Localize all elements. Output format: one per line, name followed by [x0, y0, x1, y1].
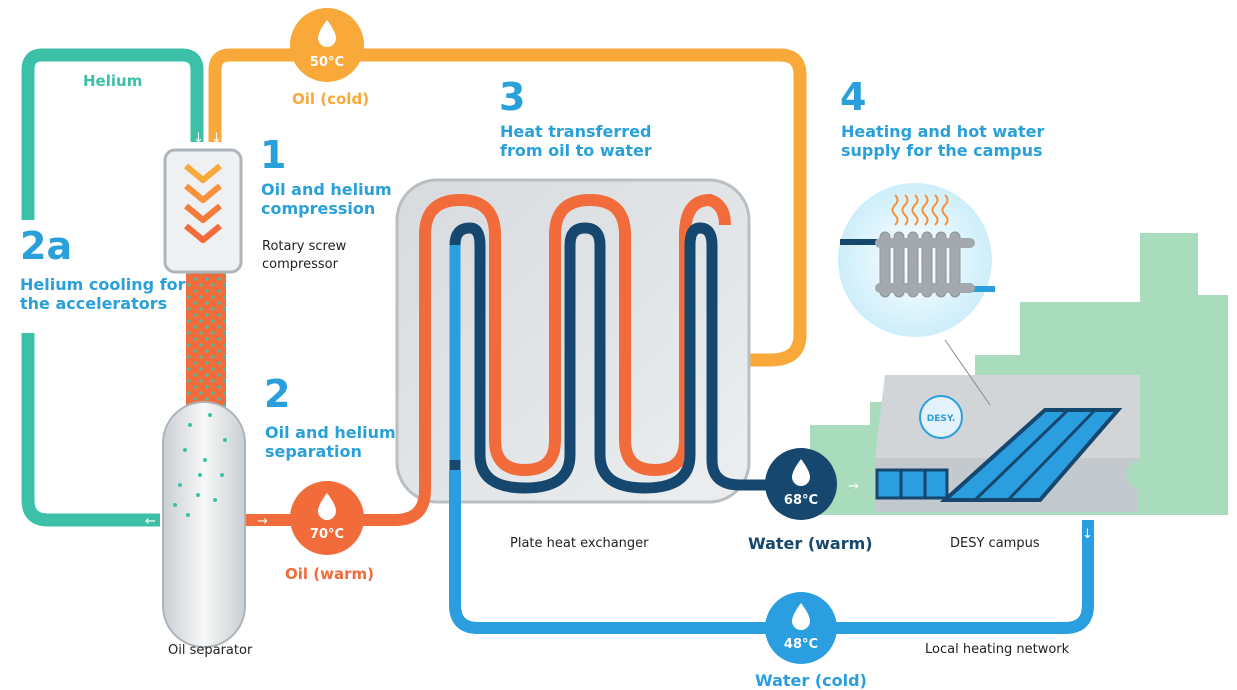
water-warm-arrow-icon: → [848, 479, 859, 494]
oil-warm-pipe [240, 193, 731, 526]
step-2a-title: Helium cooling for the accelerators [20, 275, 186, 313]
helium-label: Helium [83, 72, 143, 90]
water-return-arrow-icon: ↓ [1082, 527, 1093, 542]
step-2a-title-line1: Helium cooling for [20, 275, 186, 294]
helium-bubbles [173, 413, 227, 517]
step-4-title-line1: Heating and hot water [841, 122, 1045, 141]
step-2-title: Oil and helium separation [265, 423, 396, 461]
step-4-number: 4 [840, 75, 867, 119]
step-2a-title-line2: the accelerators [20, 294, 168, 314]
local-heating-network-label: Local heating network [925, 642, 1070, 657]
rotary-screw-compressor [163, 148, 243, 274]
oil-warm-arrow-icon: → [257, 514, 268, 529]
svg-text:50°C: 50°C [310, 55, 344, 70]
water-drop-icon [318, 20, 336, 47]
step-2a-number: 2a [20, 224, 73, 268]
radiator-icon [840, 231, 995, 298]
desy-logo-text: DESY. [927, 414, 956, 424]
desy-campus-label: DESY campus [950, 536, 1040, 551]
step-3-number: 3 [499, 75, 526, 119]
water-drop-icon [792, 459, 810, 486]
oil-separator-label: Oil separator [168, 643, 253, 658]
step-1-title-line2: compression [261, 199, 376, 219]
helium-arrow-icon: ↓ [193, 131, 204, 146]
water-drop-icon [792, 603, 810, 630]
desy-logo [919, 395, 963, 439]
trees [1126, 461, 1178, 512]
helium-return-arrow-icon: ← [145, 514, 156, 529]
temp-badge-water-warm: 68°C [765, 448, 837, 520]
step-2-number: 2 [264, 372, 291, 416]
step-2-title-line2: separation [265, 442, 362, 462]
compressor-dots [186, 270, 226, 410]
heat-waves-icon [891, 194, 949, 226]
temp-badge-oil-warm: 70°C [290, 481, 364, 555]
temp-badge-oil-cold: 50°C [290, 8, 364, 82]
oil-separator [162, 401, 246, 648]
callout-line [944, 339, 991, 406]
step-3-title: Heat transferred from oil to water [500, 122, 652, 160]
step-1-number: 1 [260, 133, 287, 177]
water-cold-label: Water (cold) [755, 671, 867, 690]
step-2-title-line1: Oil and helium [265, 423, 396, 442]
svg-text:68°C: 68°C [784, 493, 818, 508]
svg-text:48°C: 48°C [784, 637, 818, 652]
helium-pipe [21, 48, 204, 527]
oil-cold-label: Oil (cold) [292, 90, 370, 108]
chevron-down-icon [184, 163, 222, 243]
step-3-title-line2: from oil to water [500, 141, 652, 161]
step-1-title-line1: Oil and helium [261, 180, 392, 199]
rotary-screw-compressor-label: Rotary screw compressor [262, 239, 347, 273]
desy-campus-building: DESY. [875, 375, 1140, 512]
step-4-title: Heating and hot water supply for the cam… [841, 122, 1044, 160]
oil-cold-arrow-icon: ↓ [211, 131, 222, 146]
step-4-title-line2: supply for the campus [841, 141, 1043, 161]
oil-warm-label: Oil (warm) [285, 565, 374, 583]
water-warm-pipe [449, 222, 800, 494]
step-1-title: Oil and helium compression [261, 180, 392, 218]
svg-text:70°C: 70°C [310, 527, 344, 542]
step-3-title-line1: Heat transferred [500, 122, 652, 141]
water-warm-label: Water (warm) [748, 534, 873, 553]
temp-badge-water-cold: 48°C [765, 592, 837, 664]
plate-heat-exchanger-label: Plate heat exchanger [510, 536, 649, 551]
water-drop-icon [318, 493, 336, 520]
